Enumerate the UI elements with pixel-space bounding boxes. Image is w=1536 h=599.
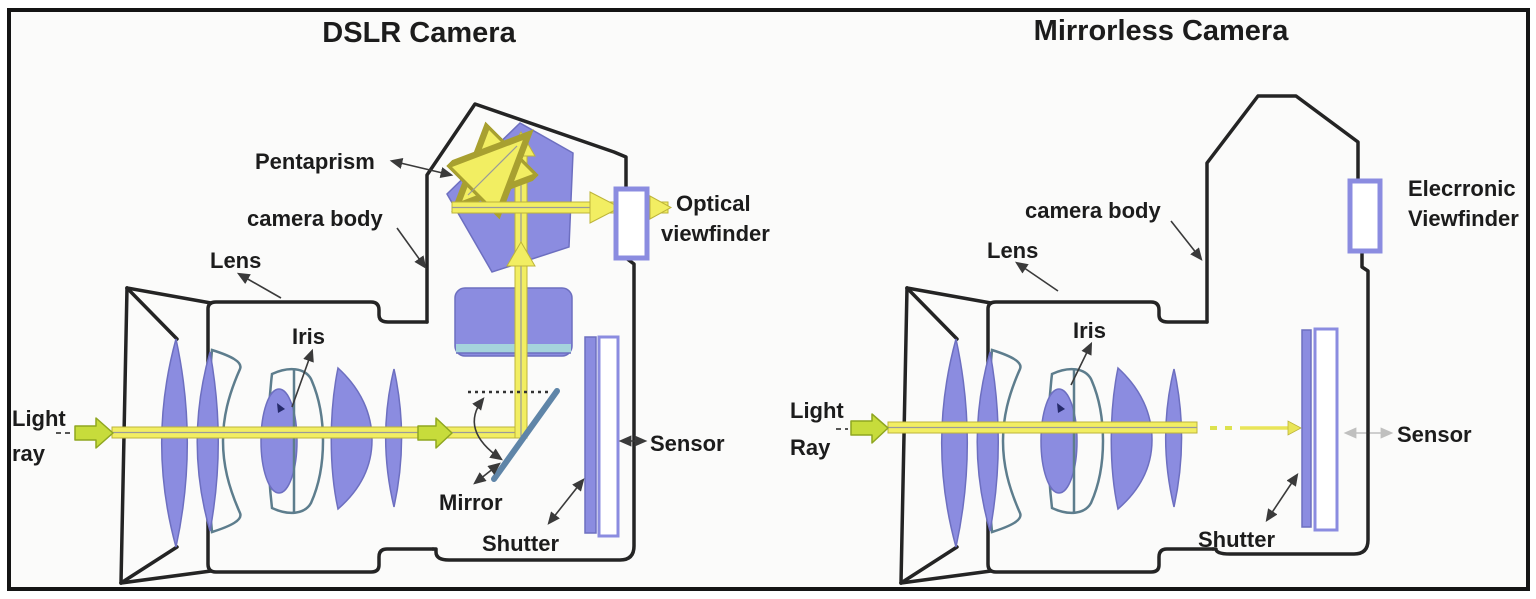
mirror-shape: [491, 388, 560, 482]
mirrorless-iris-label: Iris: [1073, 318, 1106, 343]
dslr-sensor-shape: [597, 335, 620, 538]
dslr-sensor-label: Sensor: [650, 431, 725, 456]
pentaprism-label: Pentaprism: [255, 149, 375, 174]
dslr-light-ray-label-line2: ray: [12, 441, 46, 466]
mirrorless-sensor-label: Sensor: [1397, 422, 1472, 447]
mirrorless-camera-body-label: camera body: [1025, 198, 1161, 223]
light-ray-arrow-right: [850, 413, 889, 444]
mirror-swing-arc: [472, 397, 503, 461]
optical-viewfinder-shape: [613, 186, 650, 261]
mirrorless-panel: Mirrorless Camera camera: [790, 15, 1519, 585]
mirrorless-sensor-shape: [1313, 327, 1339, 532]
dslr-leader-arrows: [236, 157, 648, 525]
dslr-shutter-shape: [584, 336, 597, 534]
mirrorless-body-outline-bottom: [1211, 249, 1370, 556]
mirrorless-light-ray-label-line2: Ray: [790, 435, 831, 460]
optical-viewfinder-label-line1: Optical: [676, 191, 751, 216]
mirrorless-shutter-label: Shutter: [1198, 527, 1275, 552]
dslr-lens-label: Lens: [210, 248, 261, 273]
mirror-label: Mirror: [439, 490, 503, 515]
mirrorless-light-ray-label-line1: Light: [790, 398, 844, 423]
mirrorless-shutter-shape: [1301, 329, 1312, 528]
optical-viewfinder-label-line2: viewfinder: [661, 221, 770, 246]
mirrorless-leader-arrows: [1015, 220, 1394, 522]
focusing-screen: [454, 287, 573, 357]
light-ray-arrow-mid: [417, 417, 453, 449]
mirrorless-light-ray: [887, 420, 1302, 436]
light-ray-arrow: [74, 417, 114, 449]
dslr-camera-body-label: camera body: [247, 206, 383, 231]
mirror-assembly: [468, 388, 560, 482]
mirrorless-title: Mirrorless Camera: [1034, 15, 1290, 47]
dslr-title: DSLR Camera: [322, 17, 516, 49]
electronic-viewfinder-shape: [1347, 178, 1383, 254]
dslr-panel: DSLR Camera: [12, 17, 770, 585]
mirrorless-lens-label: Lens: [987, 238, 1038, 263]
electronic-viewfinder-label-line1: Elecrronic: [1408, 176, 1516, 201]
mirrorless-body-outline-top: [1205, 94, 1360, 324]
electronic-viewfinder-label-line2: Viewfinder: [1408, 206, 1519, 231]
dslr-light-ray-label-line1: Light: [12, 406, 66, 431]
image-frame: [7, 8, 1530, 591]
dslr-iris-label: Iris: [292, 324, 325, 349]
dslr-shutter-label: Shutter: [482, 531, 559, 556]
